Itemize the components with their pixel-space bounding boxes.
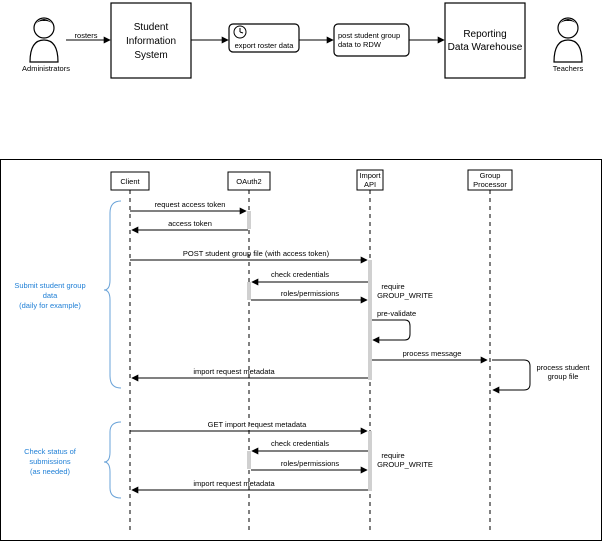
msg-label-access-token: access token: [168, 219, 212, 228]
msg-label-check-credentials-2: check credentials: [271, 439, 329, 448]
note-process-student-2: group file: [548, 372, 579, 381]
sis-label-1: Student: [134, 22, 169, 33]
group-label-check-1: Check status of: [24, 447, 77, 456]
post-data-label-1: post student group: [338, 31, 400, 40]
participant-group-processor-label-1: Group: [480, 171, 501, 180]
administrators-label: Administrators: [22, 64, 70, 73]
msg-pre-validate: [372, 319, 411, 344]
activation-import-api-2: [368, 431, 372, 491]
group-brace-check: [103, 421, 122, 499]
msg-label-process-message: process message: [403, 349, 462, 358]
msg-label-pre-validate: pre-validate: [377, 309, 416, 318]
rdw-box: [444, 2, 526, 79]
teachers-label: Teachers: [553, 64, 584, 73]
note-require-1: require: [381, 282, 404, 291]
msg-label-roles-permissions-1: roles/permissions: [281, 289, 340, 298]
participant-import-api-label-2: API: [364, 180, 376, 189]
group-brace-submit: [103, 200, 122, 389]
group-label-check-3: (as needed): [30, 467, 71, 476]
activation-oauth2-3: [247, 451, 251, 469]
note-require-2: require: [381, 451, 404, 460]
msg-process-student-group-file: [492, 359, 531, 394]
rdw-label-1: Reporting: [463, 29, 506, 40]
group-label-submit-1: Submit student group: [14, 281, 85, 290]
sis-label-2: Information: [126, 36, 176, 47]
participant-group-processor-label-2: Processor: [473, 180, 507, 189]
activation-oauth2-2: [247, 282, 251, 300]
group-label-check-2: submissions: [29, 457, 71, 466]
export-roster-task: [228, 23, 300, 53]
rdw-label-2: Data Warehouse: [448, 42, 523, 53]
group-label-submit-3: (daily for example): [19, 301, 81, 310]
participant-oauth2-label: OAuth2: [236, 177, 261, 186]
export-roster-label: export roster data: [235, 41, 295, 50]
msg-label-get-import-request-metadata: GET import request metadata: [208, 420, 307, 429]
sequence-frame: [0, 159, 602, 541]
rosters-edge-label: rosters: [75, 31, 98, 40]
participant-client-box: [110, 171, 150, 191]
activation-oauth2-1: [247, 211, 251, 229]
msg-label-request-access-token: request access token: [155, 200, 226, 209]
timer-icon: [233, 25, 247, 39]
participant-group-processor-box: [467, 169, 513, 191]
sis-label-3: System: [134, 50, 167, 61]
post-data-label-2: data to RDW: [338, 40, 382, 49]
group-label-submit-2: data: [43, 291, 58, 300]
participant-import-api-box: [356, 169, 384, 191]
administrators-actor-icon: [29, 17, 59, 63]
msg-label-check-credentials-1: check credentials: [271, 270, 329, 279]
participant-import-api-label-1: Import: [359, 171, 381, 180]
participant-client-label: Client: [120, 177, 140, 186]
participant-oauth2-box: [227, 171, 271, 191]
teachers-actor-icon: [553, 17, 583, 63]
msg-label-roles-permissions-2: roles/permissions: [281, 459, 340, 468]
note-group-write-1: GROUP_WRITE: [377, 291, 433, 300]
msg-label-import-request-metadata-2: import request metadata: [193, 479, 275, 488]
note-group-write-2: GROUP_WRITE: [377, 460, 433, 469]
msg-label-post-student-group-file: POST student group file (with access tok…: [183, 249, 330, 258]
sis-box: [110, 2, 192, 79]
note-process-student-1: process student: [537, 363, 591, 372]
activation-import-api-1: [368, 260, 372, 380]
msg-label-import-request-metadata-1: import request metadata: [193, 367, 275, 376]
